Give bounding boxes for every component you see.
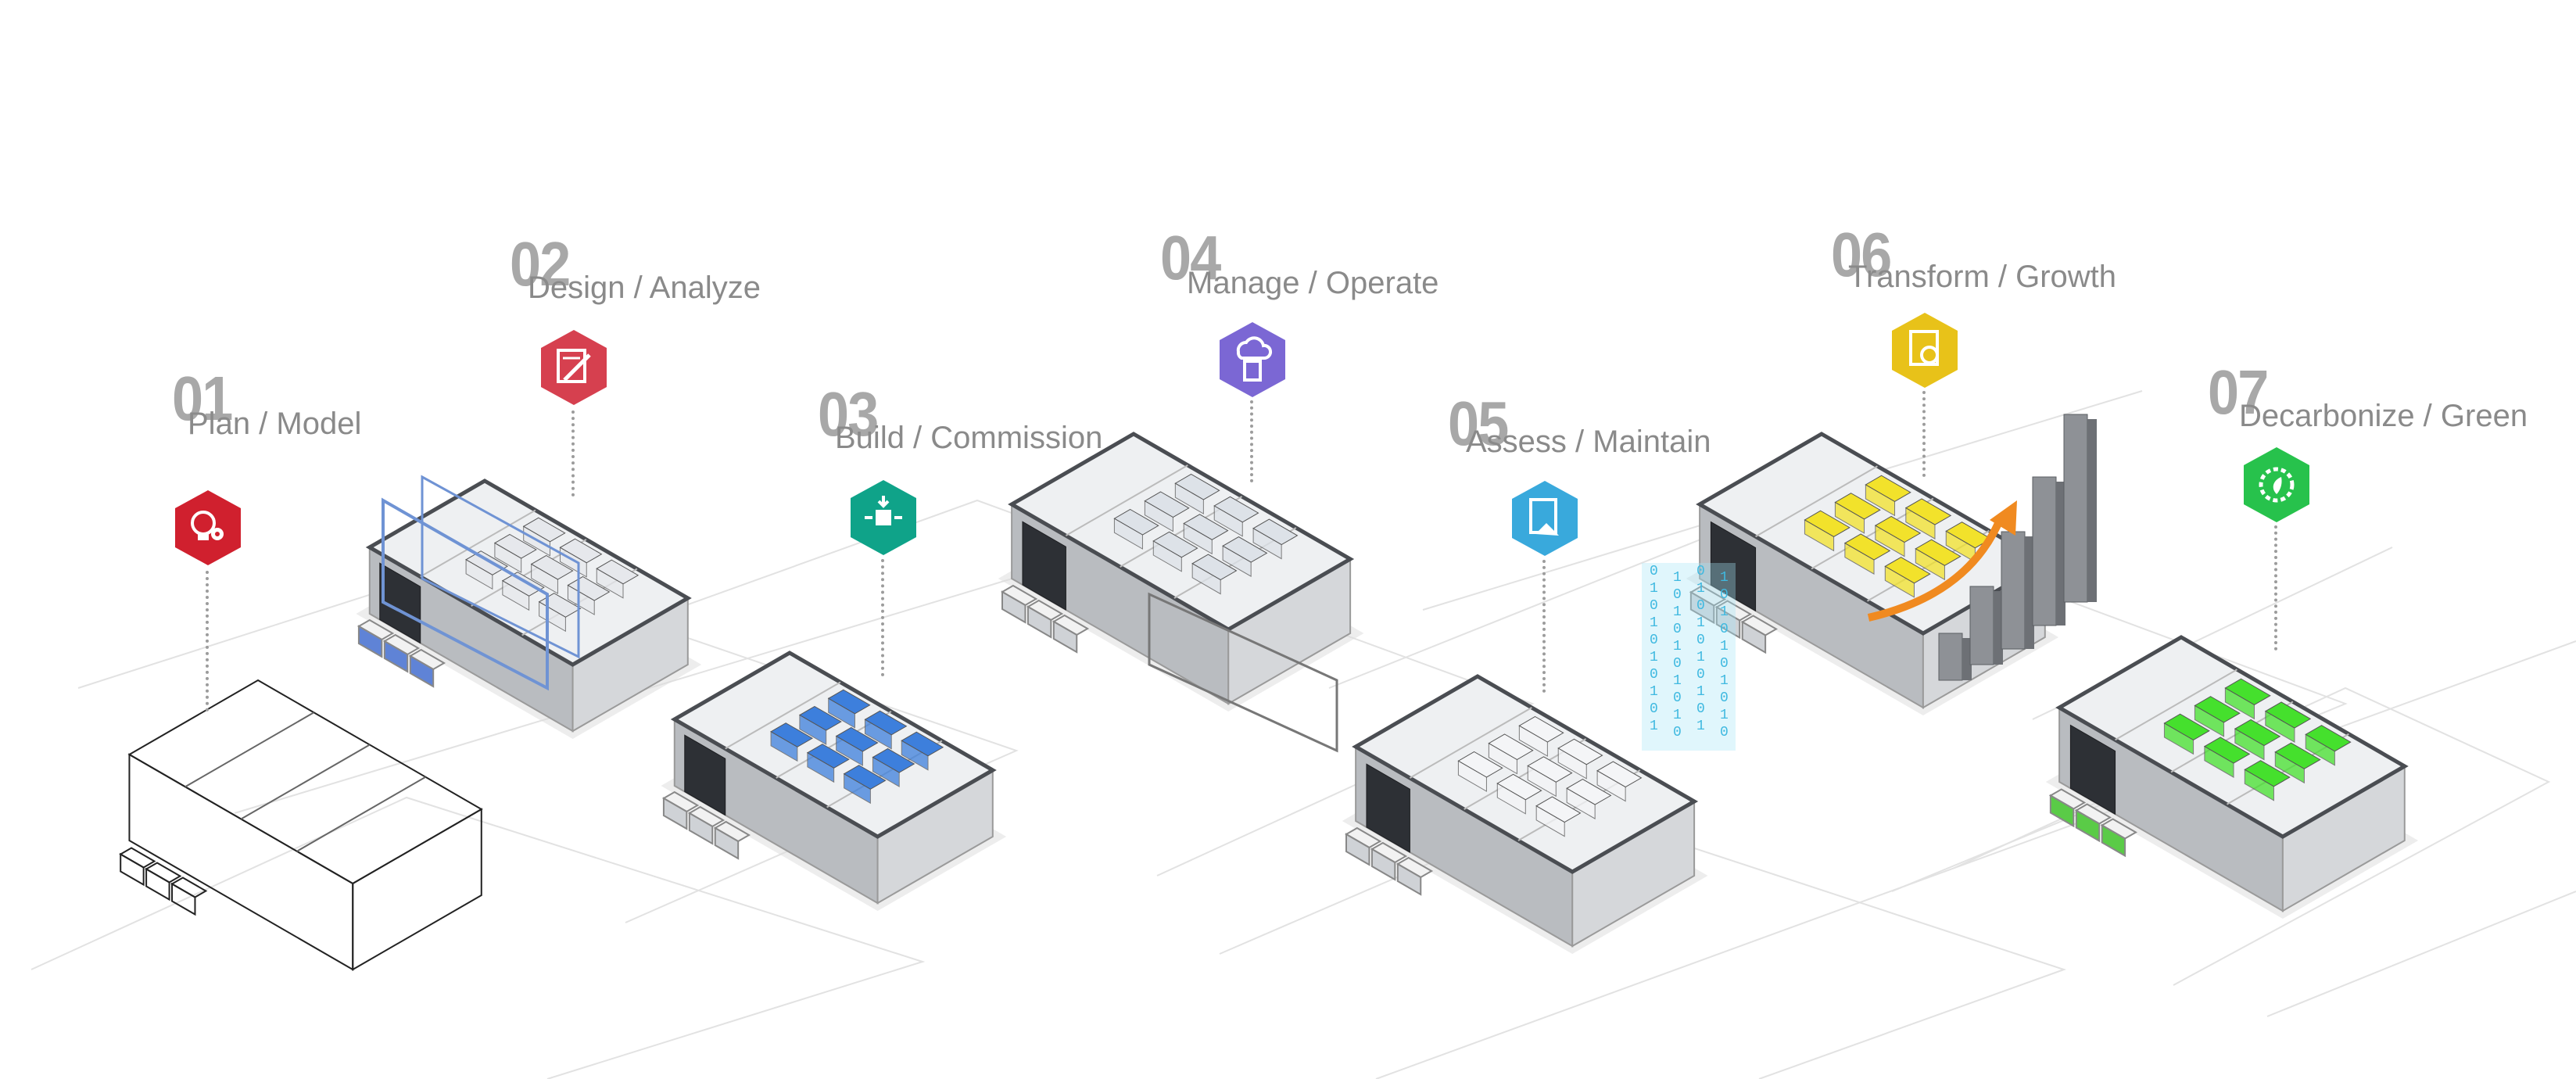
- binary-digit: 1: [1696, 615, 1705, 631]
- binary-digit: 1: [1650, 684, 1658, 700]
- binary-digit: 0: [1696, 633, 1705, 648]
- build-cube-icon: [847, 479, 919, 557]
- stage-number: 06: [1831, 220, 1892, 289]
- connector-line: [1250, 400, 1253, 482]
- binary-digit: 0: [1650, 667, 1658, 683]
- blueprint-overlay: [421, 475, 580, 659]
- connector-line: [1542, 560, 1546, 693]
- stage-label: Decarbonize / Green: [2239, 399, 2528, 433]
- growth-towers: [1938, 414, 2097, 681]
- stage-number: 03: [818, 379, 879, 449]
- binary-digit: 1: [1673, 708, 1682, 723]
- binary-digit: 1: [1650, 719, 1658, 734]
- binary-digit: 0: [1696, 564, 1705, 579]
- binary-digit: 0: [1696, 667, 1705, 683]
- cloud-server-icon: [1216, 321, 1288, 399]
- binary-digit: 1: [1720, 639, 1729, 654]
- binary-digit: 1: [1696, 650, 1705, 665]
- connector-line: [881, 559, 884, 676]
- building-manage: [998, 432, 1364, 712]
- stage-number: 01: [172, 364, 233, 433]
- binary-digit: 1: [1720, 673, 1729, 689]
- blueprint-design-icon: [538, 328, 610, 407]
- stage-number: 07: [2208, 357, 2269, 427]
- binary-digit: 1: [1696, 719, 1705, 734]
- binary-digit: 1: [1650, 615, 1658, 631]
- building-plan-wireframe: [119, 679, 483, 971]
- growth-arrow: [1867, 514, 2005, 622]
- binary-digit: 1: [1720, 570, 1729, 586]
- stage-label: Transform / Growth: [1848, 260, 2117, 294]
- binary-digit: 0: [1696, 598, 1705, 614]
- building-design: [356, 479, 702, 739]
- binary-digit: 0: [1650, 701, 1658, 717]
- stage-label: Design / Analyze: [528, 271, 761, 305]
- building-build: [661, 651, 1007, 911]
- binary-digit: 0: [1720, 690, 1729, 706]
- binary-digit: 0: [1720, 622, 1729, 637]
- transform-document-icon: [1889, 311, 1961, 389]
- binary-digit: 0: [1673, 725, 1682, 740]
- binary-digit: 1: [1650, 650, 1658, 665]
- connector-line: [2274, 525, 2277, 651]
- stage-label: Assess / Maintain: [1466, 425, 1711, 459]
- binary-digit: 0: [1650, 564, 1658, 579]
- binary-digit: 1: [1673, 673, 1682, 689]
- binary-digit: 1: [1673, 639, 1682, 654]
- binary-digit: 0: [1673, 690, 1682, 706]
- stage-label: Plan / Model: [188, 407, 362, 441]
- binary-digit: 1: [1720, 604, 1729, 620]
- stage-label: Manage / Operate: [1187, 266, 1439, 300]
- binary-digit: 0: [1720, 587, 1729, 603]
- binary-digit: 0: [1673, 656, 1682, 672]
- building-assess: [1342, 674, 1708, 954]
- binary-digit: 0: [1673, 587, 1682, 603]
- binary-digit: 0: [1650, 633, 1658, 648]
- binary-digit: 0: [1673, 622, 1682, 637]
- connector-line: [571, 410, 575, 496]
- binary-digit: 1: [1673, 570, 1682, 586]
- connector-line: [1922, 391, 1926, 477]
- binary-digit: 0: [1720, 725, 1729, 740]
- binary-digit: 1: [1673, 604, 1682, 620]
- assess-document-icon: [1509, 479, 1581, 557]
- green-leaf-gear-icon: [2241, 446, 2313, 524]
- stage-number: 02: [510, 229, 571, 299]
- connector-line: [206, 571, 209, 712]
- screen-panel: [1148, 592, 1338, 753]
- binary-digit: 1: [1696, 581, 1705, 597]
- building-decarbonize: [2045, 635, 2419, 919]
- lightbulb-gear-icon: [172, 489, 244, 567]
- binary-digit: 1: [1650, 581, 1658, 597]
- stage-number: 05: [1448, 389, 1509, 458]
- binary-digit: 1: [1696, 684, 1705, 700]
- stage-label: Build / Commission: [835, 421, 1103, 455]
- binary-digit: 0: [1650, 598, 1658, 614]
- binary-digit: 0: [1720, 656, 1729, 672]
- blueprint-overlay: [382, 497, 549, 691]
- binary-digit: 1: [1720, 708, 1729, 723]
- stage-number: 04: [1160, 223, 1221, 292]
- binary-digit: 0: [1696, 701, 1705, 717]
- growth-arrow-head: [1990, 500, 2017, 536]
